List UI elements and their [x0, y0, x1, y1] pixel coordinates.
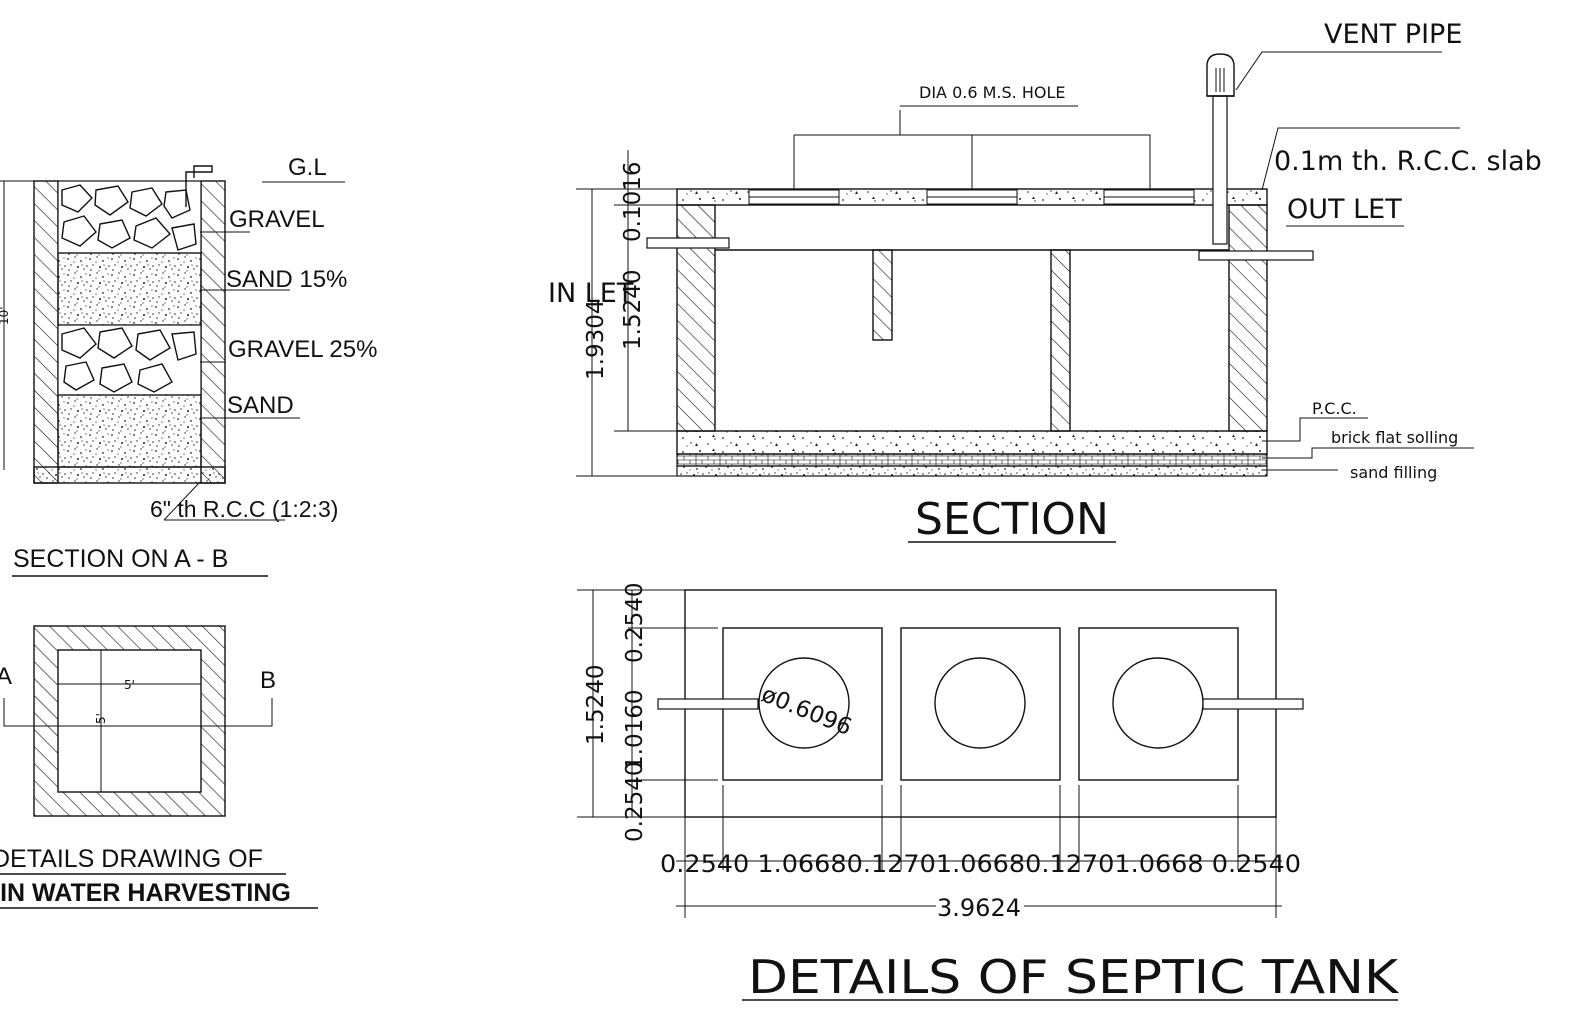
septic-plan-outlet-pipe [1202, 698, 1304, 710]
septic-dim-inner-height: 1.5240 [620, 270, 646, 350]
septic-manhole-1 [758, 657, 850, 749]
rwh-plan-inner [57, 649, 202, 793]
septic-baffle-1 [872, 249, 893, 341]
septic-manhole-3 [1112, 657, 1204, 749]
septic-inlet-label: IN LET [548, 278, 634, 309]
septic-main-title: DETAILS OF SEPTIC TANK [748, 950, 1400, 1004]
septic-right-wall [1228, 204, 1268, 432]
septic-manhole-2 [934, 657, 1026, 749]
septic-brick-label: brick flat solling [1331, 428, 1458, 447]
septic-plan: ø0.6096 1.5240 0.2540 1.0160 0.2540 0.25… [577, 583, 1400, 1004]
septic-plan-dim-total: 1.5240 [583, 665, 609, 745]
septic-section: 1.9304 1.5240 0.1016 VENT PIPE DIA 0.6 M… [548, 19, 1542, 545]
rwh-gl-label: G.L [288, 154, 327, 181]
rwh-rcc-label: 6" th R.C.C (1:2:3) [150, 496, 338, 522]
rwh-gravel25-label: GRAVEL 25% [228, 336, 377, 363]
septic-plan-dim-chain: 0.2540 1.06680.12701.06680.12701.0668 0.… [660, 850, 1301, 878]
septic-dim-slab: 0.1016 [620, 162, 646, 242]
rwh-title-line1: DETAILS DRAWING OF [0, 845, 263, 873]
septic-dim-total-height: 1.9304 [583, 300, 609, 380]
rwh-inlet-pipe [185, 165, 213, 207]
septic-slab-label: 0.1m th. R.C.C. slab [1274, 146, 1542, 177]
septic-outlet-pipe [1198, 250, 1314, 261]
rwh-section: 10' G.L GRAVEL SAND 15% GRAVEL 25% SAND … [0, 154, 377, 577]
septic-plan-inlet-pipe [657, 698, 759, 710]
septic-vent-pipe [1212, 95, 1228, 245]
rwh-plan: 5' 5' A B DETAILS DRAWING OF RAIN WATER … [0, 625, 318, 909]
rwh-gravel-stones [61, 184, 197, 251]
septic-vent-pipe-label: VENT PIPE [1324, 19, 1462, 50]
septic-sand-filling-label: sand filling [1350, 463, 1437, 482]
rwh-plan-width: 5' [124, 678, 135, 692]
rwh-section-title: SECTION ON A - B [13, 545, 228, 573]
septic-sand-filling [676, 465, 1268, 477]
septic-outlet-label: OUT LET [1287, 194, 1402, 225]
septic-plan-dim-wall-top: 0.2540 [622, 583, 648, 663]
rwh-sand-label: SAND [227, 392, 294, 419]
septic-pcc-label: P.C.C. [1312, 399, 1357, 418]
septic-brick-soling [676, 453, 1268, 467]
rwh-sand15-label: SAND 15% [226, 266, 347, 293]
rwh-section-cut-line [3, 698, 273, 727]
rwh-plan-height: 5' [94, 713, 108, 724]
rwh-gravel-stones-2 [61, 327, 197, 393]
rwh-cut-a: A [0, 663, 12, 690]
rwh-gravel-label: GRAVEL [229, 206, 325, 233]
rwh-cut-b: B [260, 667, 276, 694]
septic-baffle-2 [1050, 249, 1071, 432]
rwh-title-line2: RAIN WATER HARVESTING [0, 879, 291, 907]
rwh-depth-dim: 10' [0, 306, 11, 325]
septic-plan-dim-wall-bottom: 0.2540 [622, 762, 648, 842]
rwh-right-wall [200, 180, 226, 484]
septic-section-title: SECTION [915, 494, 1109, 545]
septic-inlet-pipe [646, 237, 730, 249]
rwh-sand-layer-2 [57, 394, 202, 468]
septic-plan-dim-inner: 1.0160 [622, 690, 648, 770]
septic-dia-hole-label: DIA 0.6 M.S. HOLE [919, 83, 1065, 102]
rwh-left-wall [33, 180, 59, 484]
rwh-rcc-base [33, 466, 226, 484]
septic-plan-dim-total-width: 3.9624 [937, 894, 1021, 922]
septic-pcc [676, 430, 1268, 455]
rwh-sand-layer-1 [57, 252, 202, 326]
